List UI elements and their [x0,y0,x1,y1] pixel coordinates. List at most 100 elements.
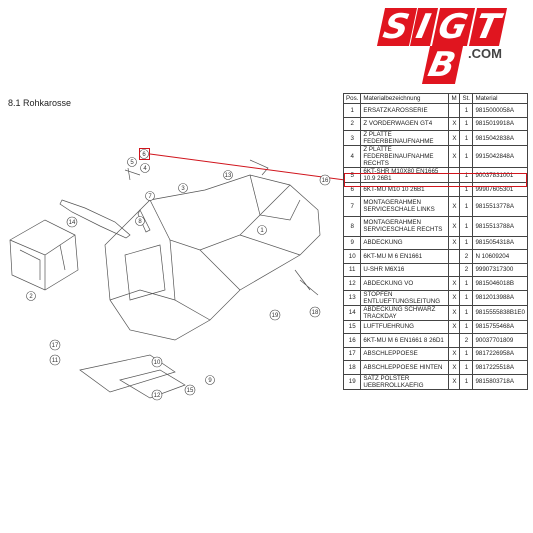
cell-st: 1 [459,276,474,291]
cell-material[interactable]: 9815042838A [472,130,528,146]
callout-3: 3 [178,183,188,193]
callout-14: 14 [66,216,78,228]
table-header-row: Pos. Materialbezeichnung M St. Material [342,93,528,104]
cell-m [448,249,461,264]
cell-st: 1 [459,304,474,321]
cell-material[interactable]: 99907317300 [472,262,528,277]
svg-text:18: 18 [312,310,319,316]
cell-m: X [448,130,461,146]
cell-material[interactable]: 99907605301 [472,182,528,197]
cell-pos: 13 [342,289,362,306]
cell-pos: 3 [342,130,362,146]
cell-desc: SATZ POLSTER UEBERROLLKAEFIG [360,373,450,390]
cell-st: 1 [459,319,474,334]
svg-text:9: 9 [208,378,212,384]
cell-material[interactable]: 9815513778A [472,195,528,217]
windshield-cover [59,199,131,239]
svg-text:14: 14 [69,220,76,226]
cell-material[interactable]: 9815000058A [472,103,528,118]
col-pos: Pos. [342,93,362,104]
brand-logo[interactable]: SIGTB .COM [368,7,518,85]
callout-6-highlight[interactable] [139,148,150,160]
cell-m: X [448,346,461,361]
cell-m [448,103,461,118]
cell-material[interactable]: 9815803718A [472,373,528,390]
cell-material[interactable]: 9915042848A [472,145,528,168]
col-material: Material [472,93,528,104]
cell-material[interactable]: 9815555838B1E0 [472,304,528,321]
cell-desc: STOPFEN ENTLUEFTUNGSLEITUNG [360,289,450,306]
cell-pos: 9 [342,235,362,250]
cell-desc: ERSATZKAROSSERIE [360,103,450,118]
front-frame [9,219,79,291]
callout-2: 2 [26,291,36,301]
cell-desc: Z VORDERWAGEN GT4 [360,116,450,131]
cell-material[interactable]: 90037701809 [472,333,528,348]
cell-pos: 17 [342,346,362,361]
svg-text:5: 5 [130,160,134,166]
cell-m: X [448,145,461,168]
cell-material[interactable]: 9815046018B [472,276,528,291]
cell-material[interactable]: 9817226958A [472,346,528,361]
car-body-shell [104,174,321,341]
cell-desc: U-SHR M6X16 [360,262,450,277]
cell-desc: ABDECKUNG SCHWARZ TRACKDAY [360,304,450,321]
svg-text:7: 7 [148,194,152,200]
callout-16: 16 [319,174,331,186]
callout-8: 8 [135,216,145,226]
cell-pos: 4 [342,145,362,168]
cell-material[interactable]: 9817225518A [472,360,528,375]
svg-text:12: 12 [154,393,161,399]
cell-desc: 6KT-MU M 6 EN1661 [360,249,450,264]
cell-desc: Z PLATTE FEDERBEINAUFNAHME [360,130,450,146]
cell-material[interactable]: 90037831001 [472,167,528,183]
cell-desc: LUFTFUEHRUNG [360,319,450,334]
cell-m [448,333,461,348]
leader-line [149,153,345,181]
cell-pos: 15 [342,319,362,334]
cell-pos: 1 [342,103,362,118]
callout-17: 17 [49,339,61,351]
cell-m: X [448,289,461,306]
cell-m: X [448,373,461,390]
cell-desc: ABDECKUNG [360,235,450,250]
cell-material[interactable]: 9812013988A [472,289,528,306]
cell-material[interactable]: 9815019918A [472,116,528,131]
cell-m: X [448,235,461,250]
callout-13: 13 [223,170,233,180]
cell-material[interactable]: 9815755468A [472,319,528,334]
svg-text:15: 15 [187,388,194,394]
selected-row-highlight [344,173,527,187]
cell-pos: 16 [342,333,362,348]
cell-material[interactable]: 9815054318A [472,235,528,250]
svg-text:17: 17 [52,343,59,349]
cell-st: 2 [459,333,474,348]
svg-text:10: 10 [154,360,161,366]
cell-pos: 19 [342,373,362,390]
cell-st: 2 [459,249,474,264]
cell-material[interactable]: N 10609204 [472,249,528,264]
cell-st: 1 [459,103,474,118]
cell-st: 1 [459,195,474,217]
cell-desc: MONTAGERAHMEN SERVICESCHALE LINKS [360,195,450,217]
cell-material[interactable]: 9815513788A [472,215,528,237]
